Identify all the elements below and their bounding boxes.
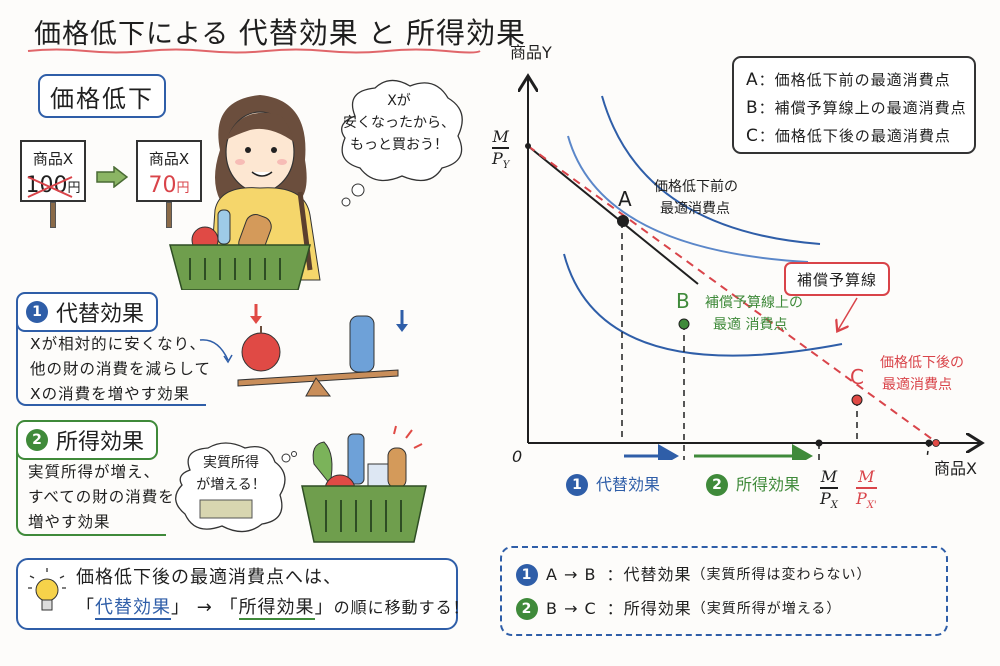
substitution-frame [16,308,206,406]
title-income: 所得効果 [406,16,527,50]
label-compensated-optimum: 補償予算線上の 最適 消費点 [705,295,803,333]
sign-after: 商品X 70円 [136,140,202,228]
title-underline [27,48,481,54]
tip-income: 所得効果 [238,597,315,620]
summary-row-2: 2 B → C ：所得効果 （実質所得が増える） [516,592,932,626]
seesaw-illustration [199,304,408,397]
legend-item-c: C：価格低下後の最適消費点 [746,126,951,146]
legend-item-b: B：補償予算線上の最適消費点 [746,98,967,118]
sign-before: 商品X 100円 [20,140,86,228]
point-a-dot [617,215,629,227]
full-basket-illustration [301,425,427,543]
point-c-label: C [850,365,864,389]
compensated-budget-callout: 補償予算線 [784,262,890,296]
point-legend: A：価格低下前の最適消費点 B：補償予算線上の最適消費点 C：価格低下後の最適消… [732,56,976,154]
tip-box [16,558,458,630]
income-frame [16,440,166,536]
shopper-illustration [169,95,321,290]
title-substitution: 代替効果 [238,16,359,50]
point-b-dot [678,318,690,330]
title-and: と [368,19,397,50]
summary-box: 1 A → B ：代替効果 （実質所得は変わらない） 2 B → C ：所得効果… [500,546,948,636]
income-description: 実質所得が増え、 すべての財の消費を 増やす効果 [28,463,175,531]
price-drop-heading: 価格低下 [38,74,166,118]
tip-substitution: 代替効果 [95,597,171,620]
thought-bubble-text: Xが 安くなったから、 もっと買おう！ [343,93,455,153]
strikethrough-icon [27,176,73,198]
summary-row-1: 1 A → B ：代替効果 （実質所得は変わらない） [516,558,932,592]
label-after-optimum: 価格低下後の 最適消費点 [880,355,964,393]
y-axis-label: 商品Y [510,43,552,62]
substitution-heading: 1 代替効果 [16,292,159,332]
new-price: 70 [148,173,177,198]
tip-text: 価格低下後の最適消費点へは、 「代替効果」 → 「所得効果」の順に移動する！ [76,567,470,620]
income-thought-text: 実質所得 が増える！ [196,455,266,493]
label-before-optimum: 価格低下前の 最適消費点 [654,179,738,217]
x-axis-label: 商品X [934,459,977,478]
point-b-label: B [676,289,690,313]
indifference-curve-chart [490,60,1000,460]
title-part1: 価格低下による [34,19,230,50]
lightbulb-icon [28,568,66,611]
arrow-right-icon [96,166,128,188]
point-c-dot [851,394,863,406]
substitution-description: Xが相対的に安くなり、 他の財の消費を減らして Xの消費を増やす効果 [30,335,212,403]
number-badge-1: 1 [26,301,48,323]
point-a-label: A [618,187,632,211]
income-heading: 2 所得効果 [16,420,159,460]
thought-bubble-cloud [341,79,463,207]
page-title: 価格低下による 代替効果 と 所得効果 [34,10,526,52]
income-thought-cloud [175,442,297,533]
origin-label: 0 [512,447,523,466]
number-badge-2: 2 [26,429,48,451]
legend-item-a: A：価格低下前の最適消費点 [746,70,951,90]
